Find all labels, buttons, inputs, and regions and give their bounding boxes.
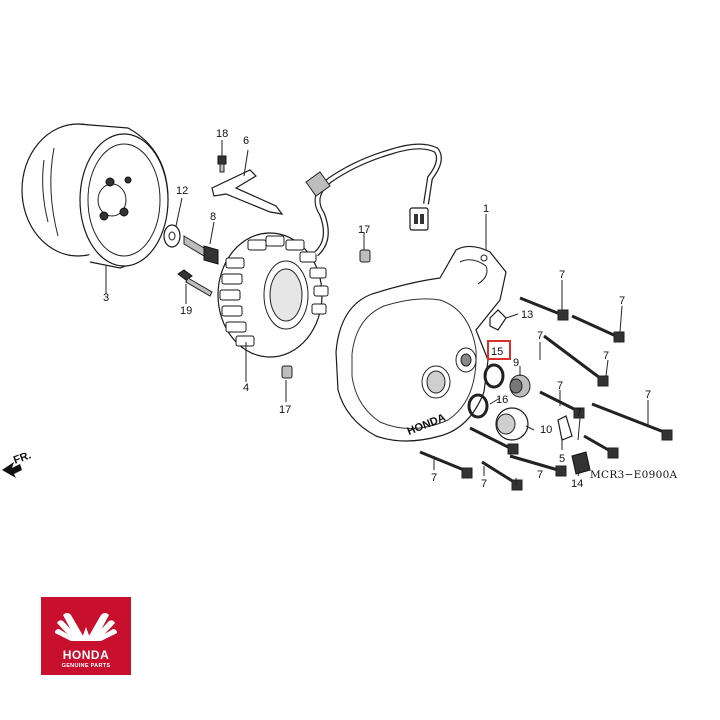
callout-4: 4 <box>243 382 249 394</box>
callout-19: 19 <box>180 305 192 317</box>
callout-15: 15 <box>491 346 503 358</box>
flywheel-part <box>21 123 169 269</box>
callout-7-i: 7 <box>537 469 543 481</box>
callout-labels: 3 12 8 18 6 19 4 17 17 1 7 7 7 7 7 7 7 1… <box>103 128 651 490</box>
timing-hole-cap-part <box>509 374 531 398</box>
small-bolt-part <box>217 155 227 173</box>
callout-1: 1 <box>483 203 489 215</box>
grommet-part <box>571 451 591 475</box>
logo-brand-text: HONDA <box>62 648 110 662</box>
stator-wire-harness <box>305 143 442 257</box>
callout-16: 16 <box>496 394 508 406</box>
crankcase-cover-part: HONDA <box>335 245 507 442</box>
callout-10: 9 <box>513 357 519 369</box>
diagram-code: MCR3−E0900A <box>590 469 678 481</box>
callout-7-g: 7 <box>431 472 437 484</box>
callout-14: 14 <box>571 478 583 490</box>
callout-3: 3 <box>103 292 109 304</box>
flywheel-bolt-part <box>183 235 219 265</box>
callout-17-upper: 17 <box>358 224 370 236</box>
callout-7-a: 7 <box>559 269 565 281</box>
callout-7-b: 7 <box>619 295 625 307</box>
callout-9: 8 <box>210 211 216 223</box>
callout-11: 10 <box>540 424 552 436</box>
honda-genuine-parts-logo: HONDA GENUINE PARTS <box>41 597 131 675</box>
logo-tagline-text: GENUINE PARTS <box>61 663 111 669</box>
callout-17-lower: 17 <box>279 404 291 416</box>
callout-18: 18 <box>216 128 228 140</box>
callout-7-e: 7 <box>645 389 651 401</box>
cable-clip-part <box>557 415 573 441</box>
crank-hole-cap-part <box>495 407 529 441</box>
callout-7-c: 7 <box>537 330 543 342</box>
callout-13: 13 <box>521 309 533 321</box>
wire-clamp-part <box>489 309 507 331</box>
front-direction-label: FR. <box>12 449 33 466</box>
callout-7-h: 7 <box>481 478 487 490</box>
stator-bolt-part <box>177 269 213 297</box>
callout-7-f: 7 <box>576 407 582 419</box>
dowel-pin-part <box>359 249 371 263</box>
front-direction-indicator: FR. <box>2 449 33 478</box>
stator-part <box>217 232 329 358</box>
callout-5: 5 <box>559 453 565 465</box>
honda-wing-icon <box>55 613 117 641</box>
callout-7-d: 7 <box>557 380 563 392</box>
dowel-pin-part <box>281 365 293 379</box>
cover-bolts <box>419 296 673 491</box>
callout-6: 6 <box>243 135 249 147</box>
highlight-box <box>487 340 511 360</box>
cable-guide-part <box>211 169 284 215</box>
callout-8: 7 <box>603 350 609 362</box>
washer-part <box>163 224 181 248</box>
o-ring-part <box>467 393 489 419</box>
callout-12: 12 <box>176 185 188 197</box>
o-ring-part <box>483 363 505 389</box>
callout-leader-lines <box>105 140 649 486</box>
